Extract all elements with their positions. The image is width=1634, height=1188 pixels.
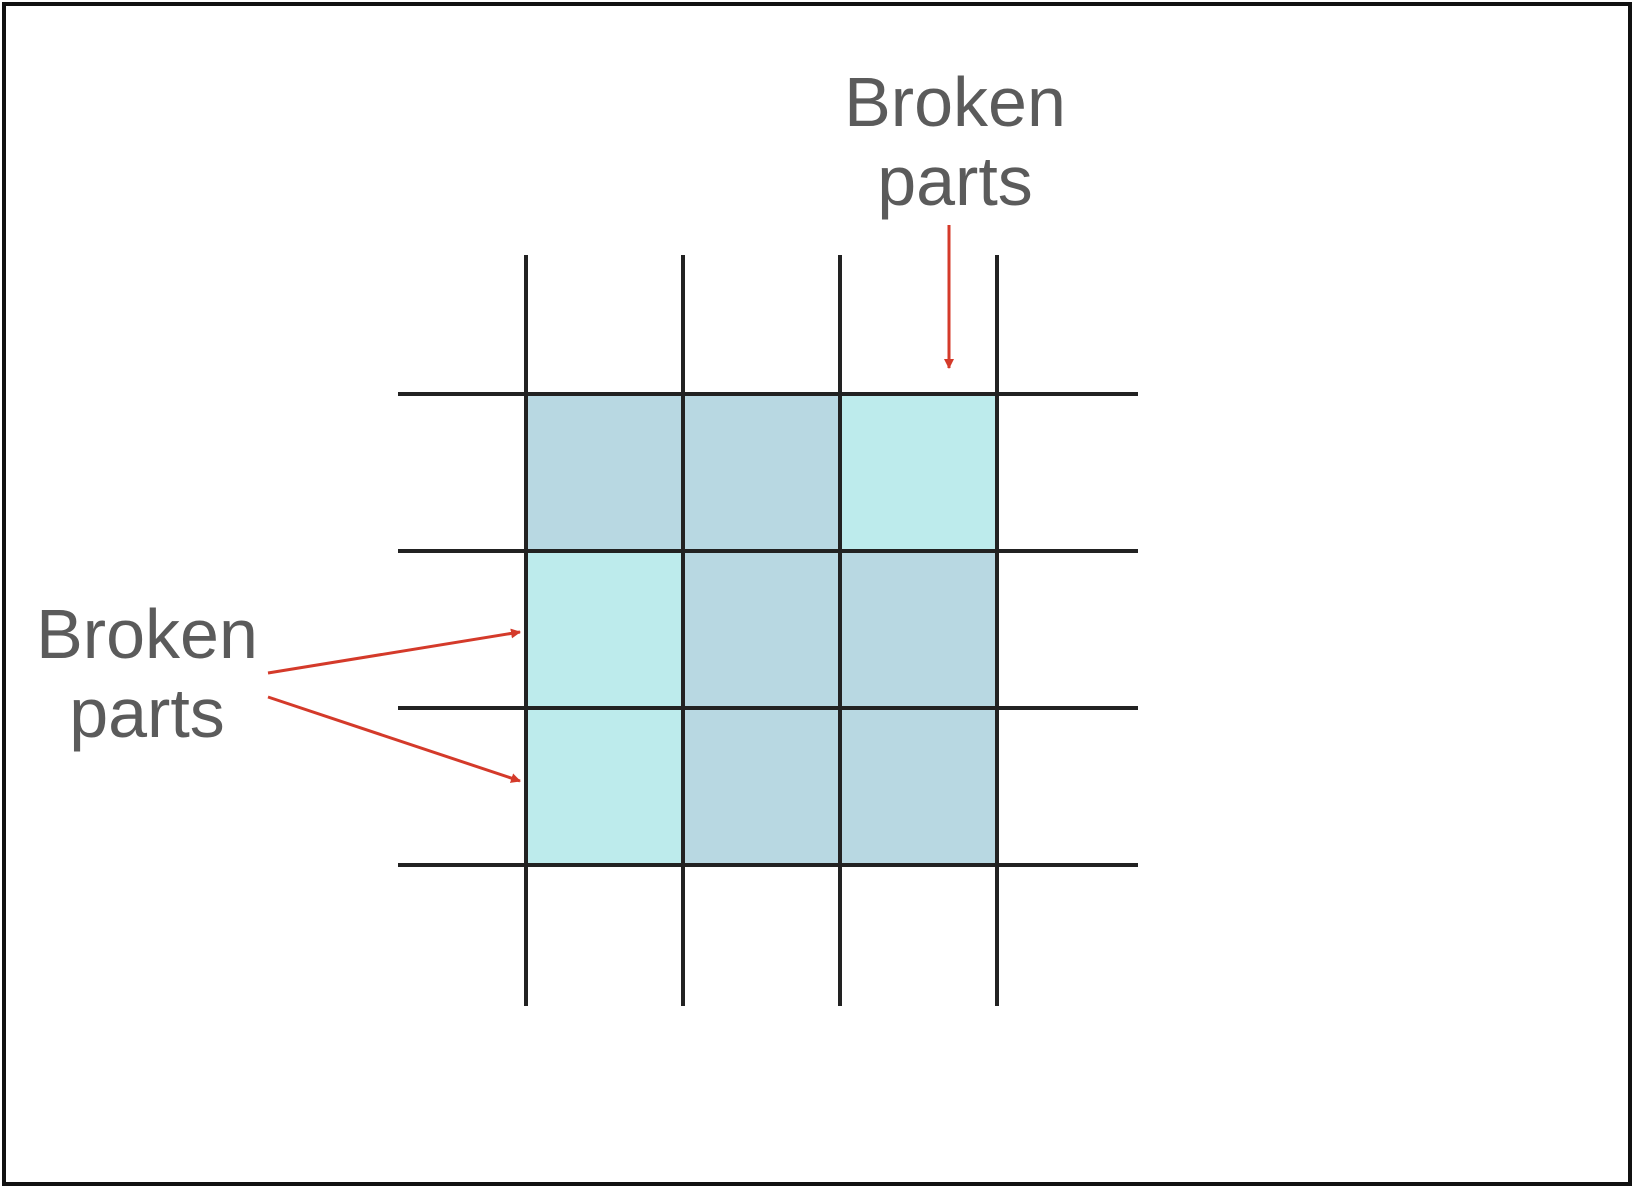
label-left-line-2: parts: [69, 674, 225, 752]
grid-cell-r3-c3: [840, 708, 997, 865]
label-left-line-1: Broken: [36, 595, 258, 673]
grid-lines: [398, 255, 1138, 1006]
label-top-line-2: parts: [877, 142, 1033, 220]
broken-cell-r1-c3: [840, 394, 997, 551]
grid-cell-r2-c2: [683, 551, 840, 708]
grid-cell-r2-c3: [840, 551, 997, 708]
annotation-arrows: [267, 225, 954, 783]
grid-cells: [526, 394, 997, 865]
label-top-line-1: Broken: [844, 63, 1066, 141]
arrow-left-to-middle-cell: [267, 628, 521, 675]
grid-cell-r1-c1: [526, 394, 683, 551]
arrow-left-to-bottom-cell: [267, 695, 521, 783]
broken-cell-r2-c1: [526, 551, 683, 708]
label-left: Broken parts: [36, 595, 258, 752]
grid-cell-r3-c2: [683, 708, 840, 865]
label-top: Broken parts: [844, 63, 1066, 220]
grid-cell-r1-c2: [683, 394, 840, 551]
broken-cell-r3-c1: [526, 708, 683, 865]
